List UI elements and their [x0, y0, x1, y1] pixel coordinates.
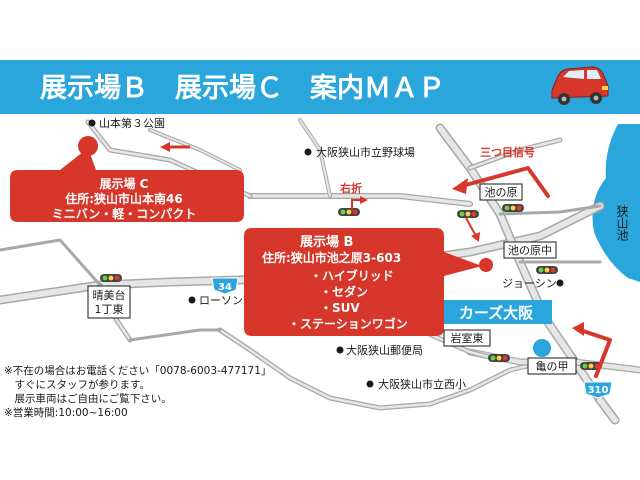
arrow-head — [471, 232, 480, 242]
svg-text:山本第３公園: 山本第３公園 — [99, 116, 165, 130]
showroom-c-desc: ミニバン・軽・コンパクト — [52, 206, 197, 221]
traffic-signal-icon — [457, 210, 479, 218]
showroom-b-marker — [479, 258, 493, 272]
showroom-b-item: ・SUV — [320, 301, 360, 315]
svg-text:岩室東: 岩室東 — [451, 331, 484, 345]
showroom-b-item: ・ステーションワゴン — [288, 316, 408, 331]
showroom-b-name: 展示場 B — [300, 234, 353, 250]
traffic-signal-icon — [536, 266, 558, 274]
cars-osaka-marker — [533, 339, 551, 357]
svg-text:池の原中: 池の原中 — [508, 244, 552, 257]
note-line: ※不在の場合はお電話ください「0078-6003-477171」 — [4, 364, 271, 377]
svg-text:大阪狭山郵便局: 大阪狭山郵便局 — [346, 343, 423, 357]
svg-text:大阪狭山市立西小: 大阪狭山市立西小 — [378, 377, 466, 391]
right-turn-label: 右折 — [339, 181, 362, 195]
pond-label-1: 狭山池 — [615, 205, 629, 241]
landmark-baseball-field: 大阪狭山市立野球場 — [304, 145, 415, 159]
signal-box-kamenokou: 亀の甲 — [527, 357, 577, 375]
traffic-signal-icon — [338, 208, 360, 216]
showroom-b-address: 住所:狭山市池之原3-603 — [262, 250, 401, 265]
landmark-joshin: ジョーシン — [502, 277, 564, 290]
arrow-head — [160, 142, 170, 152]
cars-osaka-label: カーズ大阪 — [459, 304, 534, 322]
showroom-c-address: 住所:狭山市山本南46 — [65, 191, 183, 206]
showroom-b-item: ・ハイブリッド — [310, 268, 394, 283]
haremidai-line-1: 晴美台 — [93, 288, 126, 302]
landmark-yamamoto-park: 山本第３公園 — [88, 116, 165, 130]
svg-text:310: 310 — [588, 385, 609, 396]
landmark-post-office: 大阪狭山郵便局 — [336, 343, 423, 357]
cars-osaka-label-bg — [440, 300, 552, 324]
landmark-lawson: ローソン — [188, 294, 243, 307]
note-line: すぐにスタッフが参ります。 — [4, 378, 150, 391]
signal-box-ikenohara: 池の原 — [479, 183, 523, 201]
svg-text:34: 34 — [218, 282, 232, 293]
arrow-head — [572, 322, 584, 336]
svg-text:ジョーシン: ジョーシン — [502, 277, 557, 290]
arrow-head — [452, 178, 468, 194]
svg-text:亀の甲: 亀の甲 — [536, 359, 569, 373]
showroom-c-marker — [78, 136, 98, 156]
car-icon — [551, 66, 609, 105]
page-title: 展示場Ｂ 展示場Ｃ 案内ＭＡＰ — [40, 72, 445, 104]
showroom-c-name: 展示場 C — [100, 176, 149, 191]
route-arrow — [578, 328, 612, 378]
svg-text:池の原: 池の原 — [485, 186, 518, 199]
signal-box-iwamuro-higashi: 岩室東 — [443, 329, 491, 347]
svg-text:ローソン: ローソン — [199, 294, 243, 307]
traffic-signal-icon — [502, 204, 524, 212]
right-turn-arrow — [351, 199, 362, 210]
traffic-signal-icon — [580, 362, 602, 370]
arrow-head — [360, 196, 368, 204]
svg-text:大阪狭山市立野球場: 大阪狭山市立野球場 — [316, 145, 415, 159]
signal-box-ikenohara-naka: 池の原中 — [503, 241, 557, 259]
showroom-b-callout — [244, 228, 482, 336]
route-arrow — [465, 217, 477, 237]
sayama-pond — [592, 124, 640, 282]
haremidai-line-2: 1丁東 — [95, 303, 124, 316]
note-line: ※営業時間:10:00~16:00 — [4, 406, 128, 419]
signal-box-haremidai: 晴美台 1丁東 — [87, 285, 131, 319]
route-310-shield: 310 — [583, 381, 613, 399]
showroom-b-item: ・セダン — [320, 284, 368, 299]
route-arrow — [460, 166, 550, 198]
landmark-elementary-school: 大阪狭山市立西小 — [366, 377, 466, 391]
traffic-signal-icon — [488, 354, 510, 362]
note-line: 展示車両はご自由にご覧下さい。 — [4, 392, 172, 405]
route-34-shield: 34 — [211, 277, 239, 295]
header-bar — [0, 60, 640, 114]
mitsume-signal-label: 三つ目信号 — [480, 145, 535, 159]
showroom-c-callout — [10, 148, 244, 222]
traffic-signal-icon — [100, 274, 122, 282]
